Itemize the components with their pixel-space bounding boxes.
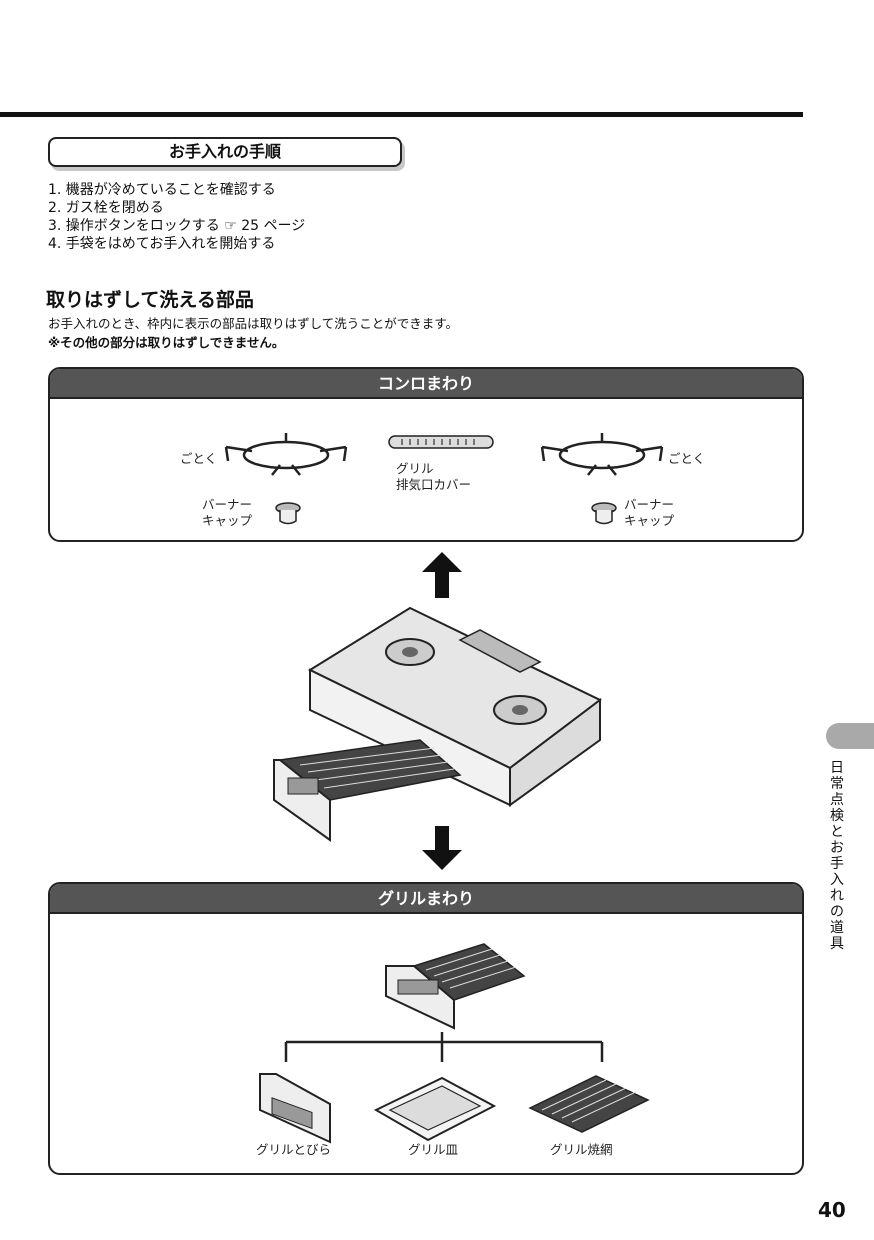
konro-panel-title: コンロまわり xyxy=(50,369,802,399)
burner-left-label-2: キャップ xyxy=(202,513,253,528)
grill-cover-label-1: グリル xyxy=(396,461,434,476)
procedure-step: 3. 操作ボタンをロックする ☞ 25 ページ xyxy=(48,218,306,234)
gotoku-right-label: ごとく xyxy=(668,451,706,466)
grill-plate-icon xyxy=(373,1076,497,1142)
side-tab-label: 日常点検とお手入れの道具 xyxy=(830,760,844,952)
gotoku-left-icon xyxy=(224,433,348,476)
side-tab xyxy=(826,723,874,749)
parts-description: お手入れのとき、枠内に表示の部品は取りはずして洗うことができます。 xyxy=(48,316,459,331)
konro-panel: コンロまわり ごとく グリル 排気口カバー ごとく バーナー キャップ バーナー… xyxy=(48,367,804,542)
procedure-step: 1. 機器が冷めていることを確認する xyxy=(48,182,276,198)
burner-right-label-2: キャップ xyxy=(624,513,675,528)
gas-stove-icon xyxy=(273,606,602,842)
gotoku-right-icon xyxy=(540,433,664,476)
grill-net-icon xyxy=(528,1075,650,1133)
grill-plate-label: グリル皿 xyxy=(408,1142,459,1157)
arrow-up-icon xyxy=(422,552,462,598)
grill-cover-label-2: 排気口カバー xyxy=(396,477,472,492)
page-number: 40 xyxy=(818,1198,846,1222)
top-rule xyxy=(0,112,803,117)
grill-door-label: グリルとびら xyxy=(256,1142,332,1157)
burner-cap-right-icon xyxy=(591,502,617,525)
grill-cover-icon xyxy=(388,435,494,449)
procedure-steps: 1. 機器が冷めていることを確認する 2. ガス栓を閉める 3. 操作ボタンをロ… xyxy=(48,181,305,253)
grill-panel: グリルまわり グリルとびら グリル皿 グリル焼網 xyxy=(48,882,804,1175)
grill-panel-title: グリルまわり xyxy=(50,884,802,914)
arrow-down-icon xyxy=(422,826,462,870)
grill-assembly-icon xyxy=(385,943,526,1030)
procedure-step: 4. 手袋をはめてお手入れを開始する xyxy=(48,236,276,252)
gotoku-left-label: ごとく xyxy=(180,451,218,466)
burner-cap-left-icon xyxy=(275,502,301,525)
burner-left-label-1: バーナー xyxy=(202,497,253,512)
burner-right-label-1: バーナー xyxy=(624,497,675,512)
grill-parts-connector xyxy=(284,1032,604,1062)
grill-door-icon xyxy=(259,1073,331,1144)
grill-net-label: グリル焼網 xyxy=(550,1142,613,1157)
procedure-heading: お手入れの手順 xyxy=(48,137,402,167)
parts-note: ※その他の部分は取りはずしできません。 xyxy=(48,335,285,350)
procedure-step: 2. ガス栓を閉める xyxy=(48,200,164,216)
parts-title: 取りはずして洗える部品 xyxy=(46,289,254,311)
